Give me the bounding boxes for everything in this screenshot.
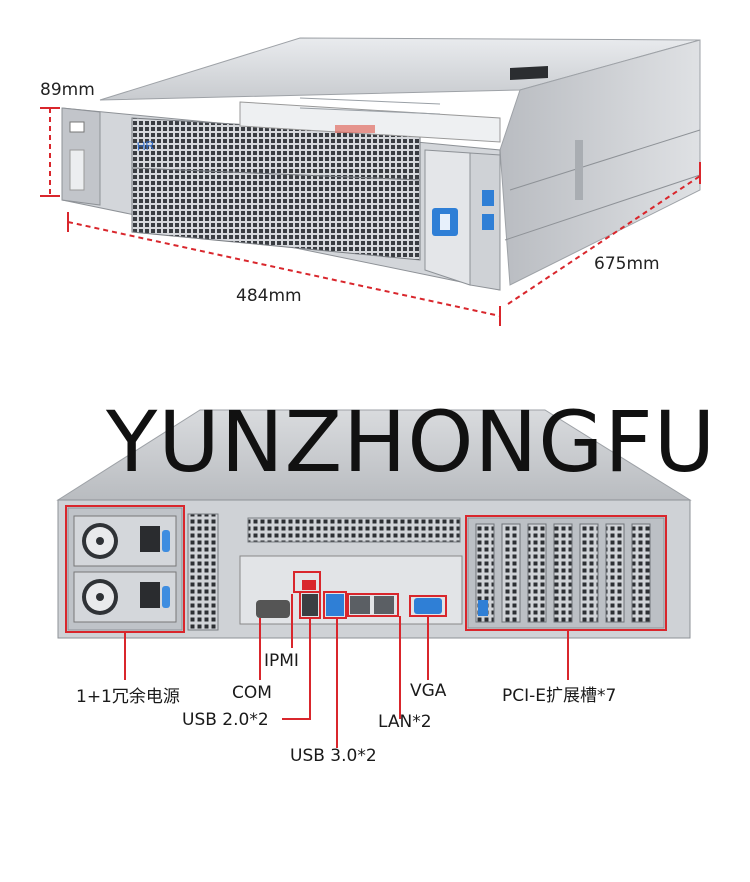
usb-front-port-icon-2 xyxy=(482,214,494,230)
com-port-icon xyxy=(256,600,290,618)
pcie-slots xyxy=(475,523,651,623)
front-chassis xyxy=(61,37,701,291)
pcie-callout-label: PCI-E扩展槽*7 xyxy=(502,686,617,706)
psu-module-2 xyxy=(73,571,177,623)
power-button-icon xyxy=(69,121,85,133)
lan-port-2-icon xyxy=(374,596,394,614)
vga-callout-label: VGA xyxy=(410,681,447,701)
vga-port-icon xyxy=(414,598,442,614)
psu-module-1 xyxy=(73,515,177,567)
height-dimension-label: 89mm xyxy=(40,80,95,100)
ipmi-callout-label: IPMI xyxy=(264,651,299,671)
ipmi-port-icon xyxy=(302,580,316,590)
usb3-ports-icon xyxy=(326,594,344,616)
lan-port-1-icon xyxy=(350,596,370,614)
width-dimension-label: 484mm xyxy=(236,286,302,306)
top-latch-icon xyxy=(510,66,548,80)
brand-watermark: YUNZHONGFU xyxy=(106,393,717,491)
callout-lines xyxy=(124,594,569,748)
usb2-callout-label: USB 2.0*2 xyxy=(182,710,269,730)
depth-dimension-label: 675mm xyxy=(594,254,660,274)
lan-callout-label: LAN*2 xyxy=(378,712,432,732)
usb2-ports-icon xyxy=(302,594,318,616)
usb-front-port-icon xyxy=(482,190,494,206)
com-callout-label: COM xyxy=(232,683,272,703)
brand-logo: HR xyxy=(136,138,155,154)
psu-callout-label: 1+1冗余电源 xyxy=(76,687,180,707)
dimension-lines xyxy=(40,107,701,326)
usb3-callout-label: USB 3.0*2 xyxy=(290,746,377,766)
